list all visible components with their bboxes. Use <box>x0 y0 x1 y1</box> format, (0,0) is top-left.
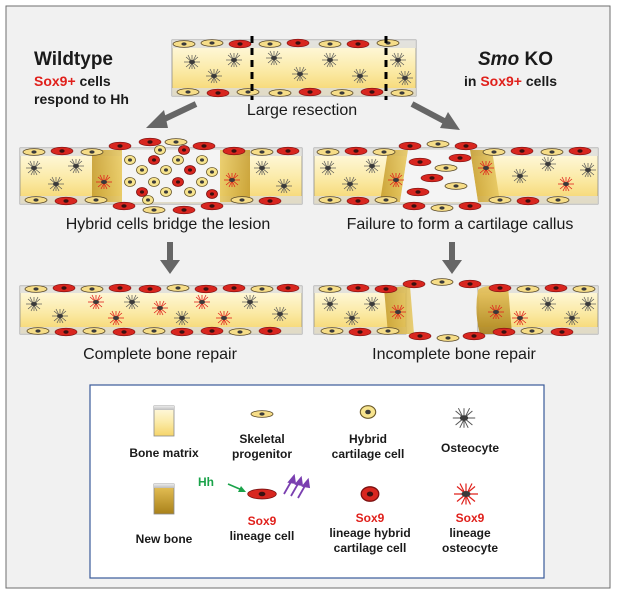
legend-sox9-osteocyte-label-1: Sox9 <box>456 511 485 525</box>
legend-sox9-hybrid-label-1: Sox9 <box>356 511 385 525</box>
step-failure-cartilage-callus: Failure to form a cartilage callus <box>347 216 574 233</box>
smo-ko-failed-callus-bone <box>313 140 599 212</box>
legend-sox9-osteocyte-label-2: lineage <box>449 526 491 540</box>
legend-skeletal-progenitor-label-2: progenitor <box>232 447 292 461</box>
legend-sox9-osteocyte-icon <box>453 482 479 506</box>
top-bone-resection <box>171 36 417 100</box>
legend-sox9-hybrid-label-2: lineage hybrid <box>329 526 410 540</box>
smo-gene-label: Smo <box>478 49 519 70</box>
legend-hybrid-cartilage-label-2: cartilage cell <box>332 447 405 461</box>
wildtype-subtitle: Sox9+ cells <box>34 73 111 89</box>
ko-label: KO <box>519 49 553 70</box>
smo-ko-subtitle: in Sox9+ cells <box>464 73 557 89</box>
legend-sox9-lineage-label-1: Sox9 <box>248 514 277 528</box>
step-complete-bone-repair: Complete bone repair <box>83 346 238 363</box>
legend-osteocyte-icon <box>452 407 476 429</box>
wildtype-subtitle-line2: respond to Hh <box>34 91 129 107</box>
wildtype-callus-bone <box>19 137 303 215</box>
step-incomplete-bone-repair: Incomplete bone repair <box>372 346 536 363</box>
branch-arrow-left <box>146 101 198 128</box>
wildtype-title: Wildtype <box>34 49 113 70</box>
step-hybrid-cells-bridge: Hybrid cells bridge the lesion <box>66 216 271 233</box>
legend-sox9-lineage-label-2: lineage cell <box>230 529 295 543</box>
branch-arrow-right <box>410 101 460 130</box>
down-arrow-right <box>442 242 462 274</box>
sox9-positive-label-right: Sox9+ <box>480 73 522 89</box>
legend-bone-matrix-swatch <box>153 405 175 437</box>
legend-sox9-lineage-cell-icon <box>247 488 277 500</box>
sox9-positive-label: Sox9+ <box>34 73 76 89</box>
legend-hybrid-cartilage-label-1: Hybrid <box>349 432 387 446</box>
smo-ko-title: Smo KO <box>478 49 553 70</box>
legend-new-bone-label: New bone <box>136 532 193 546</box>
legend-new-bone-swatch <box>153 483 175 515</box>
legend-signal-arrows-icon <box>283 473 311 499</box>
legend-hybrid-cartilage-icon <box>359 405 377 419</box>
in-label: in <box>464 73 480 89</box>
cells-label-right: cells <box>522 73 557 89</box>
smo-ko-nonunion-bone <box>313 278 599 342</box>
legend: Bone matrix New bone Skeletal progenitor… <box>89 384 545 579</box>
legend-sox9-hybrid-cartilage-icon <box>360 485 380 503</box>
legend-hh-arrow <box>227 483 246 492</box>
legend-bone-matrix-label: Bone matrix <box>129 446 199 460</box>
down-arrow-left <box>160 242 180 274</box>
cells-label: cells <box>76 73 111 89</box>
legend-skeletal-progenitor-label-1: Skeletal <box>239 432 284 446</box>
legend-osteocyte-label: Osteocyte <box>441 441 499 455</box>
step-large-resection: Large resection <box>247 102 357 119</box>
wildtype-repaired-bone <box>19 283 303 337</box>
legend-skeletal-progenitor-icon <box>250 410 274 418</box>
legend-hh-label: Hh <box>198 475 214 489</box>
legend-sox9-hybrid-label-3: cartilage cell <box>334 541 407 555</box>
legend-sox9-osteocyte-label-3: osteocyte <box>442 541 498 555</box>
